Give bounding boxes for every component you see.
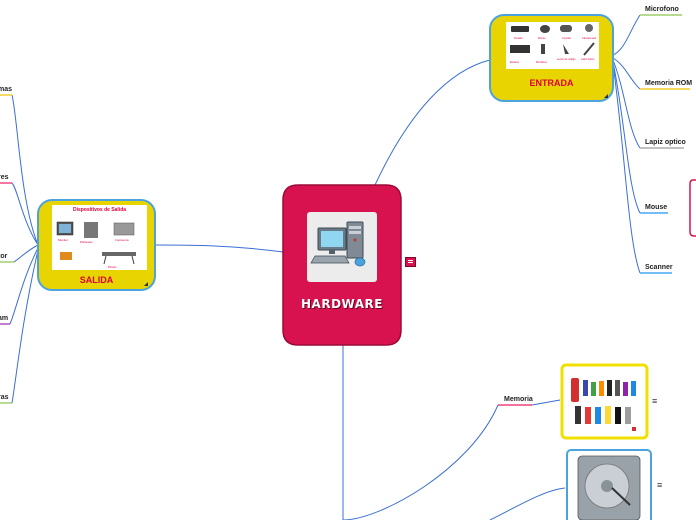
entrada-thumb-label: Micrófono [536,61,548,64]
connector-lapiz [612,59,641,149]
entrada-child-label[interactable]: Microfono [645,6,679,13]
entrada-child-label[interactable]: Lapiz optico [645,139,686,146]
partial-node-right [689,179,696,237]
salida-devices-drawing [56,221,136,265]
entrada-child-label[interactable]: Memoria ROM [645,80,693,87]
entrada-child-label[interactable]: Mouse [645,204,668,211]
usb-drives-image [571,378,636,424]
salida-child-label[interactable]: mas [0,86,13,93]
connector-entrada [374,59,491,186]
resize-handle-icon [604,94,608,98]
salida-child-label[interactable]: tor [0,253,8,260]
connector-usb [531,399,561,406]
collapse-toggle-icon[interactable] [405,257,416,267]
hard-disk-image [577,455,641,520]
salida-thumb-label: Plotter [108,265,117,269]
connector-hdd [489,487,566,520]
connector-memoria-rom [612,57,641,90]
connectors [9,0,641,520]
center-title: HARDWARE [301,297,383,311]
entrada-thumb-label: Escáner [510,61,519,64]
salida-title: SALIDA [79,275,114,285]
entrada-thumb-label: Mouse [538,37,546,40]
salida-node[interactable] [37,199,156,291]
salida-thumb-label: Monitor [58,238,69,242]
notes-icon[interactable]: ≡ [657,480,663,490]
salida-child-label[interactable]: am [0,315,9,322]
connector-mouse [612,61,641,214]
resize-handle-icon [144,282,148,286]
connector-s1 [11,94,39,246]
computer-icon [310,221,366,267]
connector-salida [154,244,284,253]
connector-s2 [11,182,39,246]
connector-microfono [612,14,641,56]
hdd-node[interactable] [566,449,652,520]
connector-s4 [9,247,39,325]
entrada-node[interactable]: Teclado Mouse Joystick Cámara web Escáne… [489,14,614,102]
connector-s5 [11,249,39,404]
usb-node[interactable] [560,363,649,440]
connector-memoria-branch [342,404,499,520]
entrada-title: ENTRADA [529,78,574,88]
salida-thumb-label: Impresora [115,238,129,242]
badge-icon [632,427,636,431]
salida-thumb-label: Parlantes [80,240,93,244]
memoria-label[interactable]: Memoria [504,396,533,403]
salida-child-label[interactable]: res [0,174,9,181]
entrada-thumb-label: Teclado [514,37,523,40]
entrada-child-label[interactable]: Scanner [645,264,673,271]
notes-icon[interactable]: ≡ [652,396,658,406]
salida-child-label[interactable]: ras [0,394,9,401]
salida-thumb-title: Dispositivos de Salida [72,207,127,213]
center-node[interactable] [282,184,402,346]
entrada-thumb-label: Lector de código [557,58,576,61]
label-underlines [0,14,690,406]
entrada-thumb-label: Lápiz óptico [581,58,595,61]
connector-scanner [612,63,641,274]
entrada-thumb-label: Cámara web [582,37,597,40]
connector-s3 [13,244,39,263]
entrada-thumb-label: Joystick [562,37,572,40]
entrada-devices-drawing [510,24,595,56]
